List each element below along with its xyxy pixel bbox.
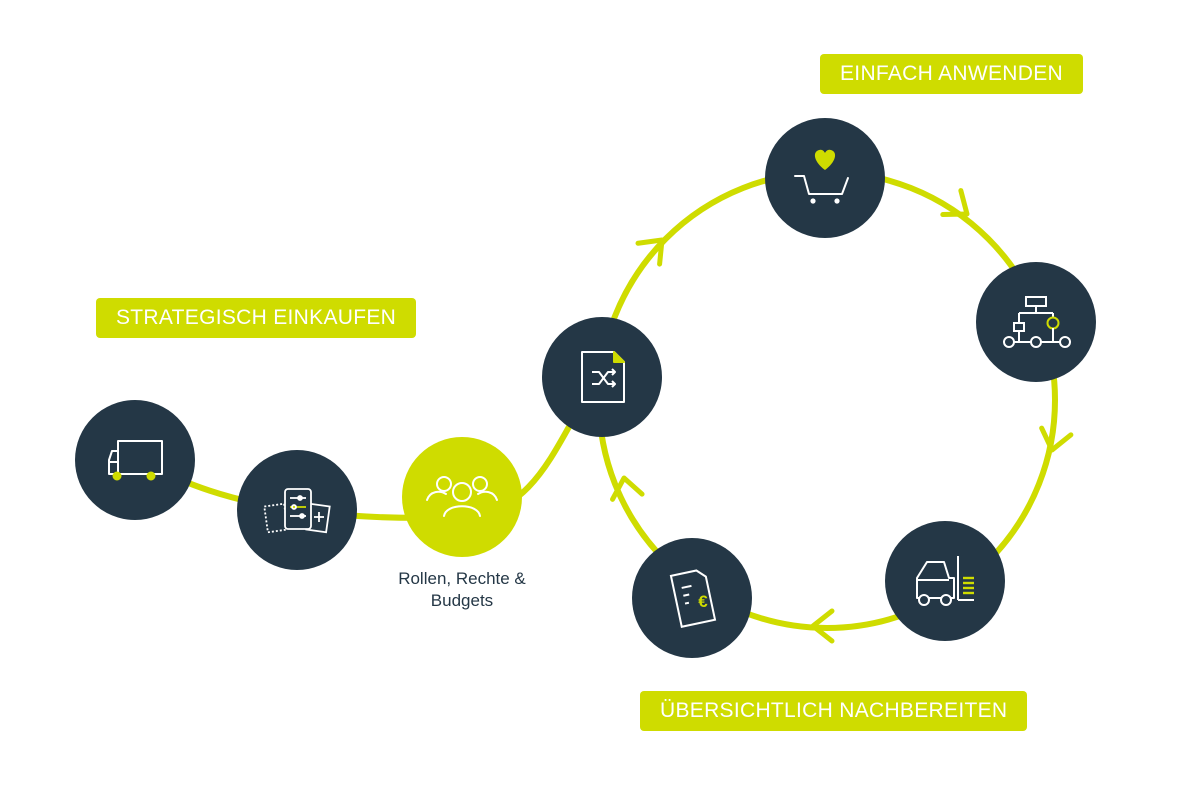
node-circle-active [402, 437, 522, 557]
arrow-chevron [610, 475, 645, 502]
node-circle [75, 400, 195, 520]
svg-text:€: € [698, 592, 708, 611]
node-circle [765, 118, 885, 238]
label-apply: EINFACH ANWENDEN [820, 54, 1083, 94]
document-shuffle-icon [581, 351, 625, 403]
arrow-chevron [940, 188, 970, 218]
caption-line-2: Budgets [430, 591, 494, 610]
arrow-chevron [810, 608, 835, 644]
roles-users-icon [426, 476, 498, 517]
label-review: ÜBERSICHTLICH NACHBEREITEN [640, 691, 1028, 731]
arrow-chevron [635, 237, 665, 267]
cart-heart-icon [794, 149, 849, 204]
caption-line-1: Rollen, Rechte & [398, 569, 526, 588]
forklift-icon [916, 556, 974, 606]
node-circle [632, 538, 752, 658]
catalog-settings-icon [263, 488, 331, 534]
caption-roles: Rollen, Rechte & Budgets [372, 568, 552, 612]
connector-path [132, 422, 573, 521]
node-circle [976, 262, 1096, 382]
cycle-arrows [610, 188, 1074, 644]
workflow-icon [1003, 296, 1071, 348]
label-strategic: STRATEGISCH EINKAUFEN [96, 298, 417, 338]
truck-icon [108, 440, 163, 481]
arrow-chevron [1039, 425, 1074, 453]
invoice-euro-icon: € [669, 569, 717, 628]
